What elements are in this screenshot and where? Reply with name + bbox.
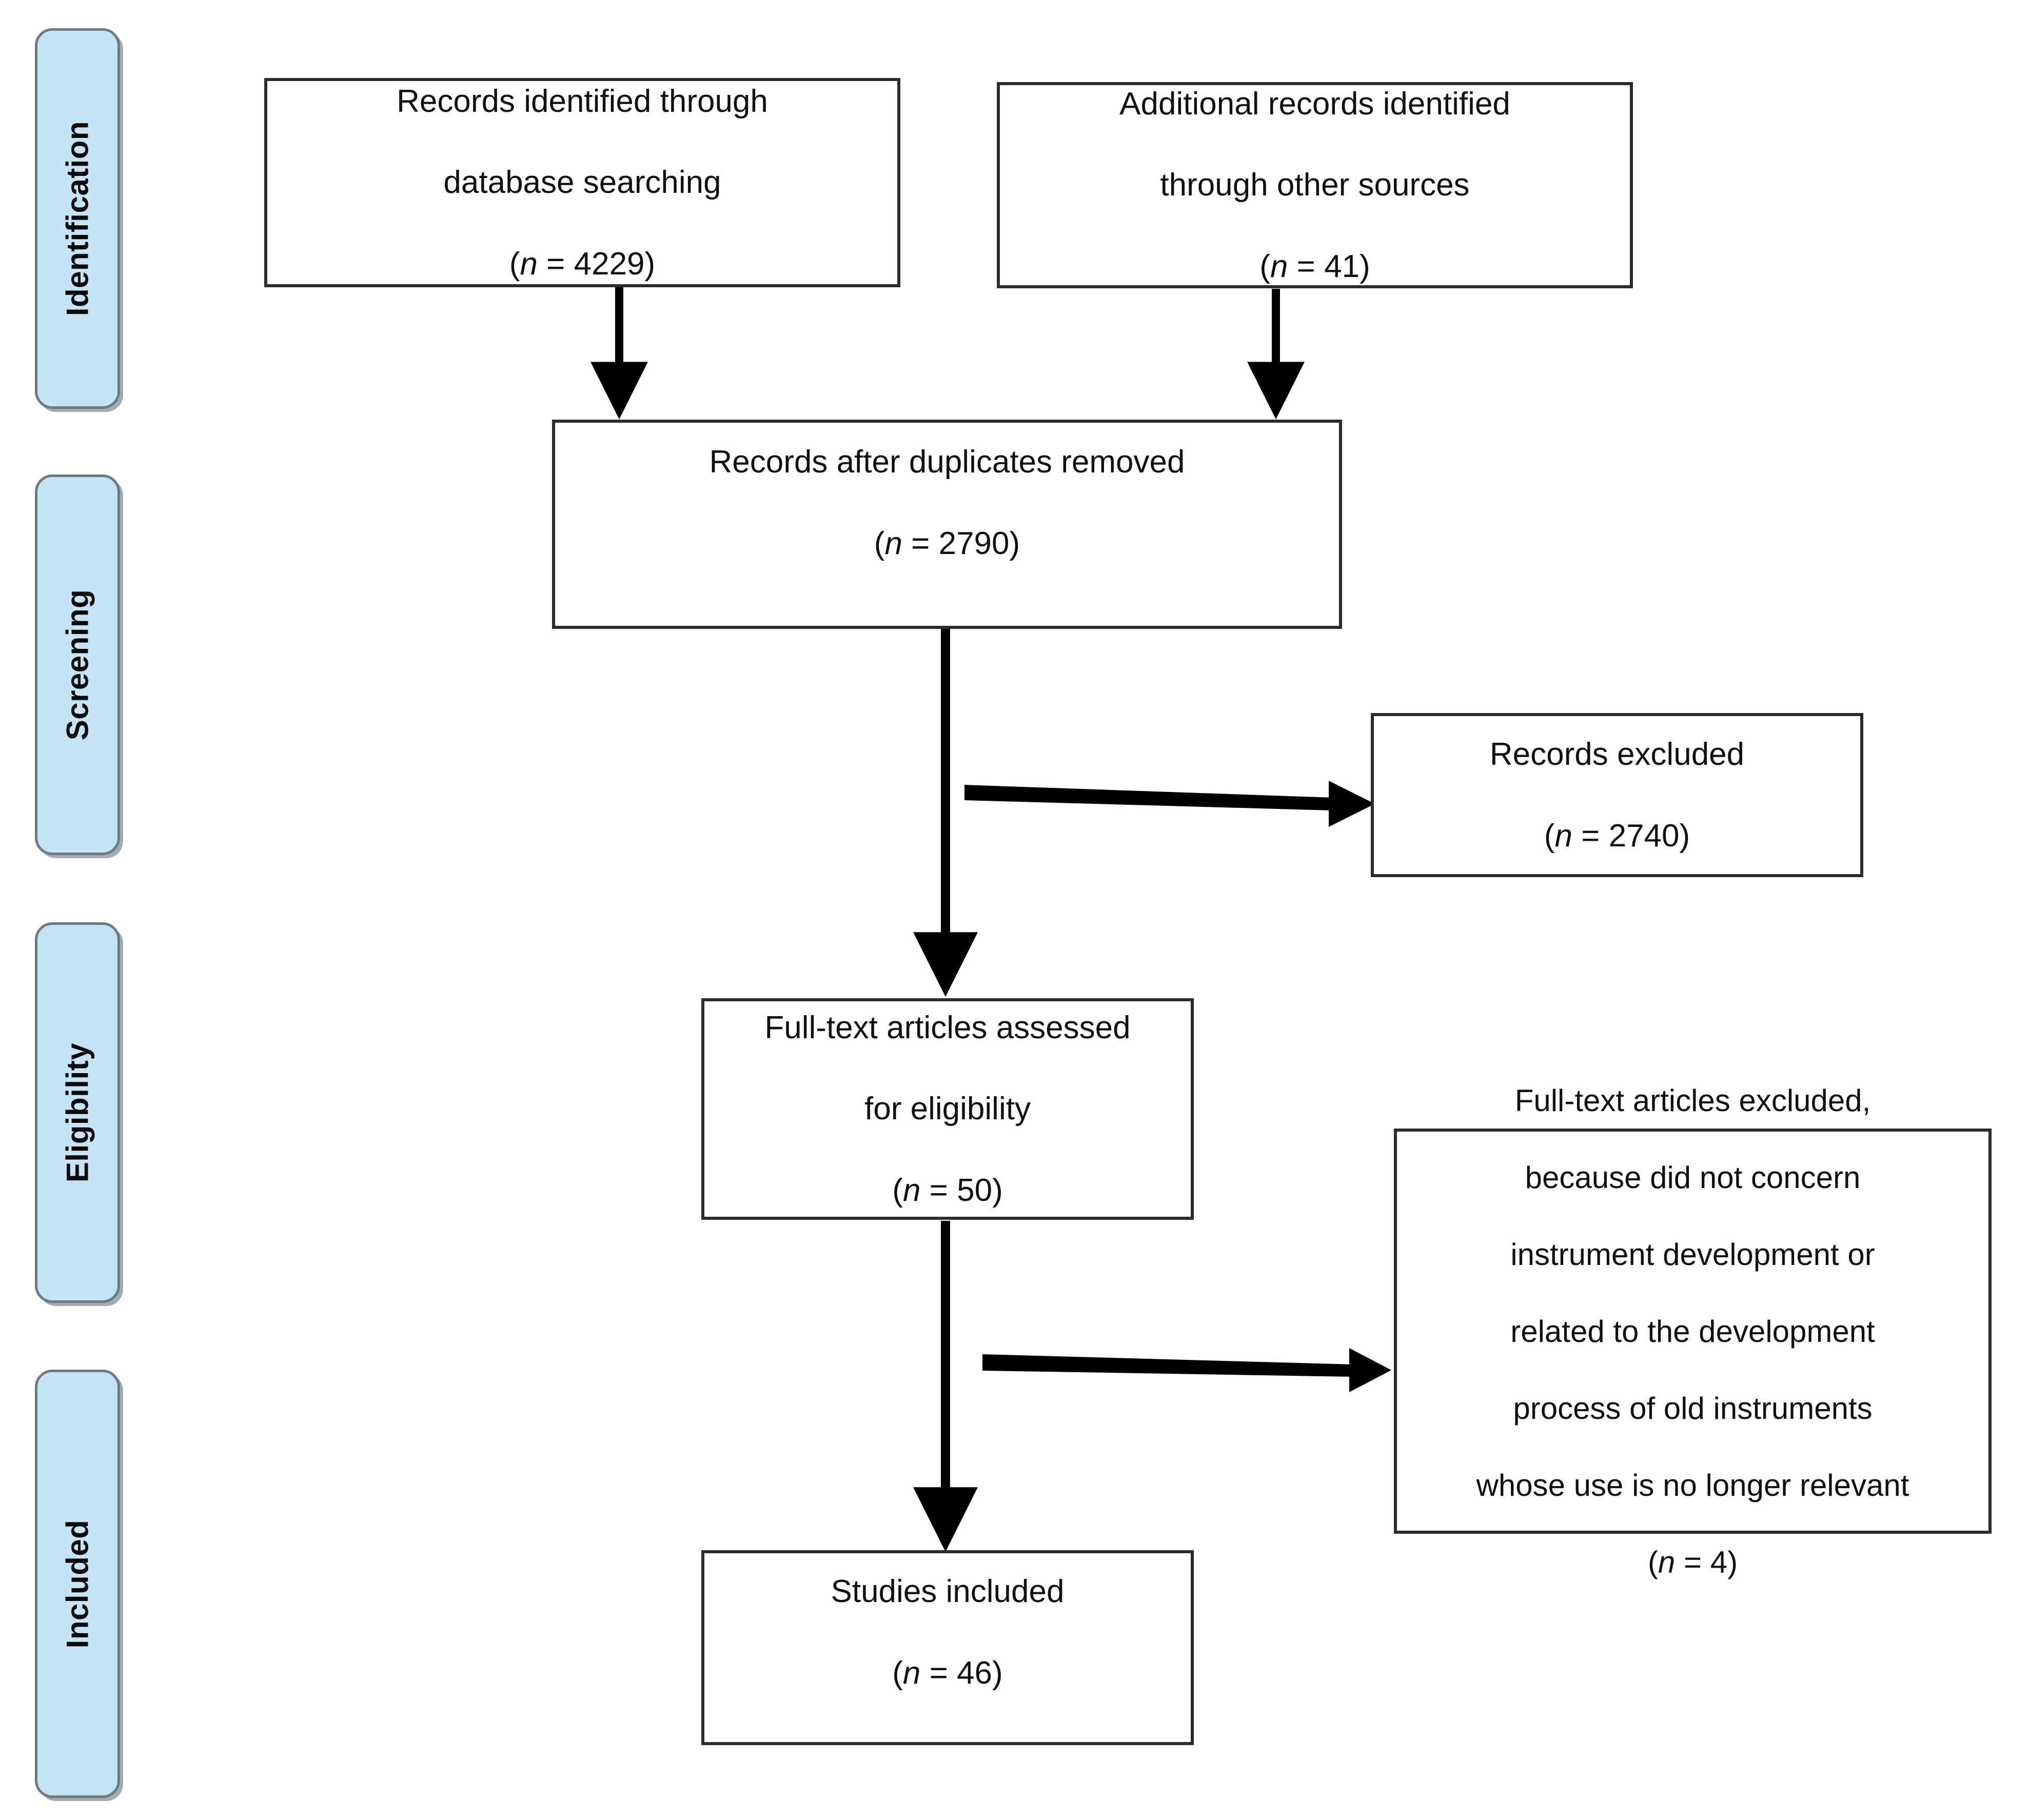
- count-duplicates-removed: (n = 2790): [874, 525, 1020, 561]
- count-studies-included: (n = 46): [892, 1655, 1003, 1691]
- stage-label-eligibility: Eligibility: [60, 1042, 95, 1183]
- stage-pill-eligibility: Eligibility: [35, 922, 120, 1303]
- stage-pill-included: Included: [35, 1370, 120, 1798]
- box-text-fulltext-assessed-eligibility: Full-text articles assessed for eligibil…: [764, 966, 1130, 1252]
- box-fulltext-articles-excluded: Full-text articles excluded, because did…: [1394, 1083, 1992, 1579]
- count-fulltext-excluded: (n = 4): [1647, 1545, 1738, 1579]
- stage-pill-screening: Screening: [35, 474, 120, 855]
- arrowhead-fulltext-excluded: [1349, 1348, 1391, 1392]
- box-text-fulltext-articles-excluded: Full-text articles excluded, because did…: [1476, 1043, 1909, 1620]
- box-additional-records-other-sources: Additional records identified through ot…: [997, 82, 1633, 288]
- stage-pill-identification: Identification: [35, 28, 120, 409]
- box-text-additional-records-other-sources: Additional records identified through ot…: [1119, 43, 1510, 328]
- stage-label-identification: Identification: [60, 121, 95, 316]
- box-studies-included: Studies included (n = 46): [701, 1550, 1194, 1745]
- box-records-after-duplicates-removed: Records after duplicates removed (n = 27…: [552, 420, 1342, 629]
- box-records-excluded: Records excluded (n = 2740): [1371, 713, 1863, 877]
- count-other-sources: (n = 41): [1259, 249, 1370, 285]
- count-records-excluded: (n = 2740): [1544, 818, 1690, 854]
- stage-label-screening: Screening: [60, 589, 95, 741]
- box-text-records-identified-database: Records identified through database sear…: [397, 40, 768, 325]
- arrow-shaft-to-fulltext-excluded: [982, 1354, 1354, 1377]
- stage-label-included: Included: [60, 1519, 95, 1648]
- count-database-search: (n = 4229): [509, 246, 656, 282]
- box-records-identified-database: Records identified through database sear…: [264, 78, 900, 287]
- box-text-studies-included: Studies included (n = 46): [831, 1531, 1065, 1734]
- box-fulltext-assessed-eligibility: Full-text articles assessed for eligibil…: [701, 998, 1194, 1220]
- arrow-shaft-to-records-excluded: [964, 785, 1334, 810]
- count-fulltext-assessed: (n = 50): [892, 1173, 1003, 1209]
- arrowhead-records-excluded: [1329, 781, 1375, 827]
- box-text-records-after-duplicates-removed: Records after duplicates removed (n = 27…: [709, 401, 1185, 605]
- box-text-records-excluded: Records excluded (n = 2740): [1490, 694, 1744, 897]
